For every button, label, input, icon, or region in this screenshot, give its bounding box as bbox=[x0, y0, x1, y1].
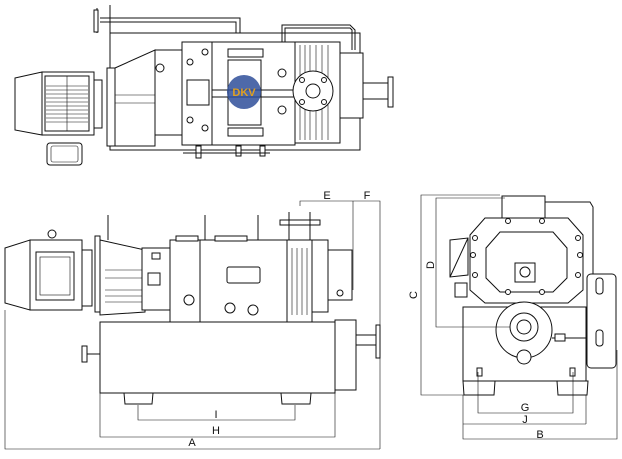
dim-label-c: C bbox=[408, 291, 420, 299]
dim-label-g: G bbox=[521, 402, 530, 414]
dim-label-d: D bbox=[425, 261, 437, 269]
drain-valves-top bbox=[183, 145, 270, 159]
dim-label-b: B bbox=[536, 429, 543, 441]
pipe-top bbox=[93, 5, 356, 70]
pump-body-top: DKV bbox=[154, 41, 394, 146]
dimension-lines-side: E F A H I bbox=[4, 190, 381, 450]
front-view: C D G J B bbox=[408, 194, 618, 441]
dim-label-h: H bbox=[212, 425, 220, 437]
coupling-top bbox=[106, 49, 156, 147]
coupling-side bbox=[94, 235, 146, 316]
motor-side bbox=[4, 229, 93, 311]
dimension-lines-front: C D G J B bbox=[408, 194, 618, 441]
dkv-logo: DKV bbox=[227, 75, 261, 109]
pump-body-side bbox=[107, 212, 353, 323]
dim-label-e: E bbox=[323, 190, 330, 202]
motor-top bbox=[14, 71, 103, 166]
pump-head-front bbox=[449, 195, 594, 304]
side-view: E F A H I bbox=[4, 190, 381, 450]
dim-label-a: A bbox=[188, 437, 196, 449]
dim-label-f: F bbox=[364, 190, 371, 202]
base-front bbox=[462, 273, 617, 396]
top-view: DKV bbox=[14, 5, 394, 166]
dim-label-i: I bbox=[214, 409, 217, 421]
dim-label-j: J bbox=[522, 414, 528, 426]
base-tank-side bbox=[81, 319, 381, 405]
svg-text:DKV: DKV bbox=[232, 87, 256, 99]
